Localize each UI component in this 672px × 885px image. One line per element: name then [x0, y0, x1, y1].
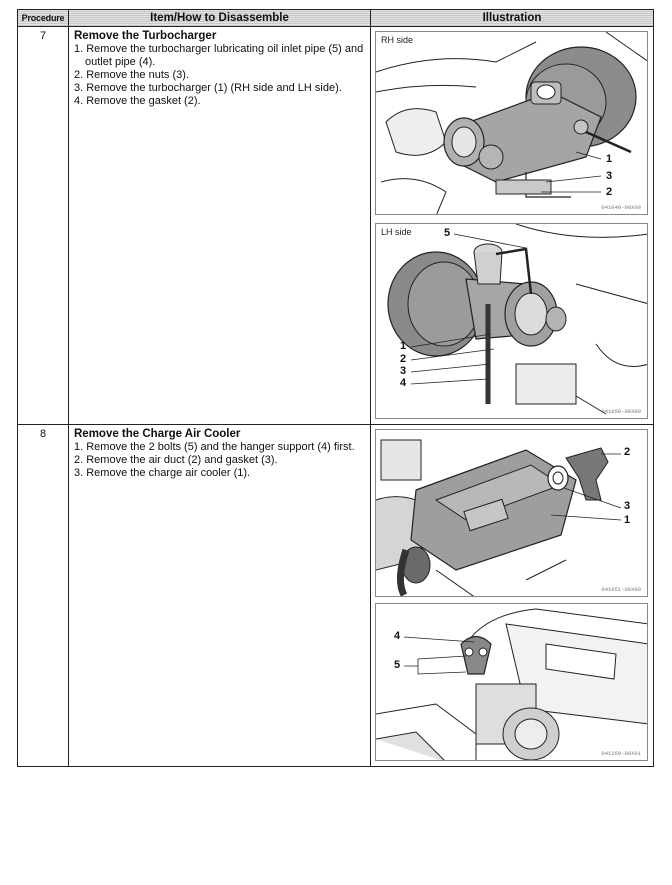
callout-label: 3 — [624, 500, 631, 512]
hanger-support-drawing — [376, 608, 647, 760]
procedure-title: Remove the Charge Air Cooler — [74, 428, 241, 440]
callout-label: 5 — [394, 659, 401, 671]
illustration-code: 041050-00X00 — [601, 408, 641, 415]
callout-label: 1 — [400, 340, 407, 352]
procedure-number: 8 — [18, 425, 69, 766]
step-item: 3. Remove the turbocharger (1) (RH side … — [74, 82, 342, 94]
callout-label: 3 — [606, 170, 613, 182]
illustration-hanger-support: 4 5 041269-00X01 — [375, 603, 648, 761]
illustration-code: 041049-00X00 — [601, 204, 641, 211]
procedure-title: Remove the Turbocharger — [74, 30, 217, 42]
illustration-code: 041051-00X00 — [601, 586, 641, 593]
procedure-steps: Remove the Turbocharger 1. Remove the tu… — [69, 27, 371, 424]
step-item: 1. Remove the 2 bolts (5) and the hanger… — [74, 441, 355, 453]
turbocharger-rh-drawing — [376, 32, 647, 214]
table-header: Procedure Item/How to Disassemble Illust… — [18, 10, 653, 27]
callout-label: 2 — [624, 446, 631, 458]
illustration-label: LH side — [381, 227, 412, 237]
step-item: 3. Remove the charge air cooler (1). — [74, 467, 251, 479]
illustration-lh-side: LH side 5 1 2 3 4 041050-00X00 — [375, 223, 648, 419]
disassembly-table: Procedure Item/How to Disassemble Illust… — [17, 9, 654, 767]
header-illustration: Illustration — [482, 12, 542, 24]
procedure-number: 7 — [18, 27, 69, 424]
callout-label: 4 — [400, 377, 407, 389]
callout-label: 2 — [606, 186, 613, 198]
step-list: 1. Remove the turbocharger lubricating o… — [74, 43, 366, 108]
step-list: 1. Remove the 2 bolts (5) and the hanger… — [74, 441, 366, 480]
callout-label: 5 — [444, 227, 451, 239]
callout-label: 1 — [624, 514, 631, 526]
callout-label: 1 — [606, 153, 613, 165]
step-item: 4. Remove the gasket (2). — [74, 95, 201, 107]
step-item: 2. Remove the air duct (2) and gasket (3… — [74, 454, 278, 466]
callout-label: 4 — [394, 630, 401, 642]
step-item: 1. Remove the turbocharger lubricating o… — [74, 43, 364, 68]
header-procedure: Procedure — [18, 10, 69, 26]
illustration-cell: RH side 1 3 2 041049-00X00 — [371, 27, 653, 424]
illustration-cell: 2 3 1 041051-00X00 — [371, 425, 653, 766]
charge-air-cooler-drawing — [376, 439, 622, 596]
illustration-label: RH side — [381, 35, 414, 45]
header-item: Item/How to Disassemble — [69, 10, 371, 26]
turbocharger-lh-drawing — [387, 224, 647, 415]
callout-label: 3 — [400, 365, 407, 377]
procedure-steps: Remove the Charge Air Cooler 1. Remove t… — [69, 425, 371, 766]
table-row: 7 Remove the Turbocharger 1. Remove the … — [18, 27, 653, 425]
step-item: 2. Remove the nuts (3). — [74, 69, 189, 81]
callout-label: 2 — [400, 353, 407, 365]
illustration-code: 041269-00X01 — [601, 750, 641, 757]
illustration-rh-side: RH side 1 3 2 041049-00X00 — [375, 31, 648, 215]
table-row: 8 Remove the Charge Air Cooler 1. Remove… — [18, 425, 653, 766]
illustration-charge-air-cooler: 2 3 1 041051-00X00 — [375, 429, 648, 597]
